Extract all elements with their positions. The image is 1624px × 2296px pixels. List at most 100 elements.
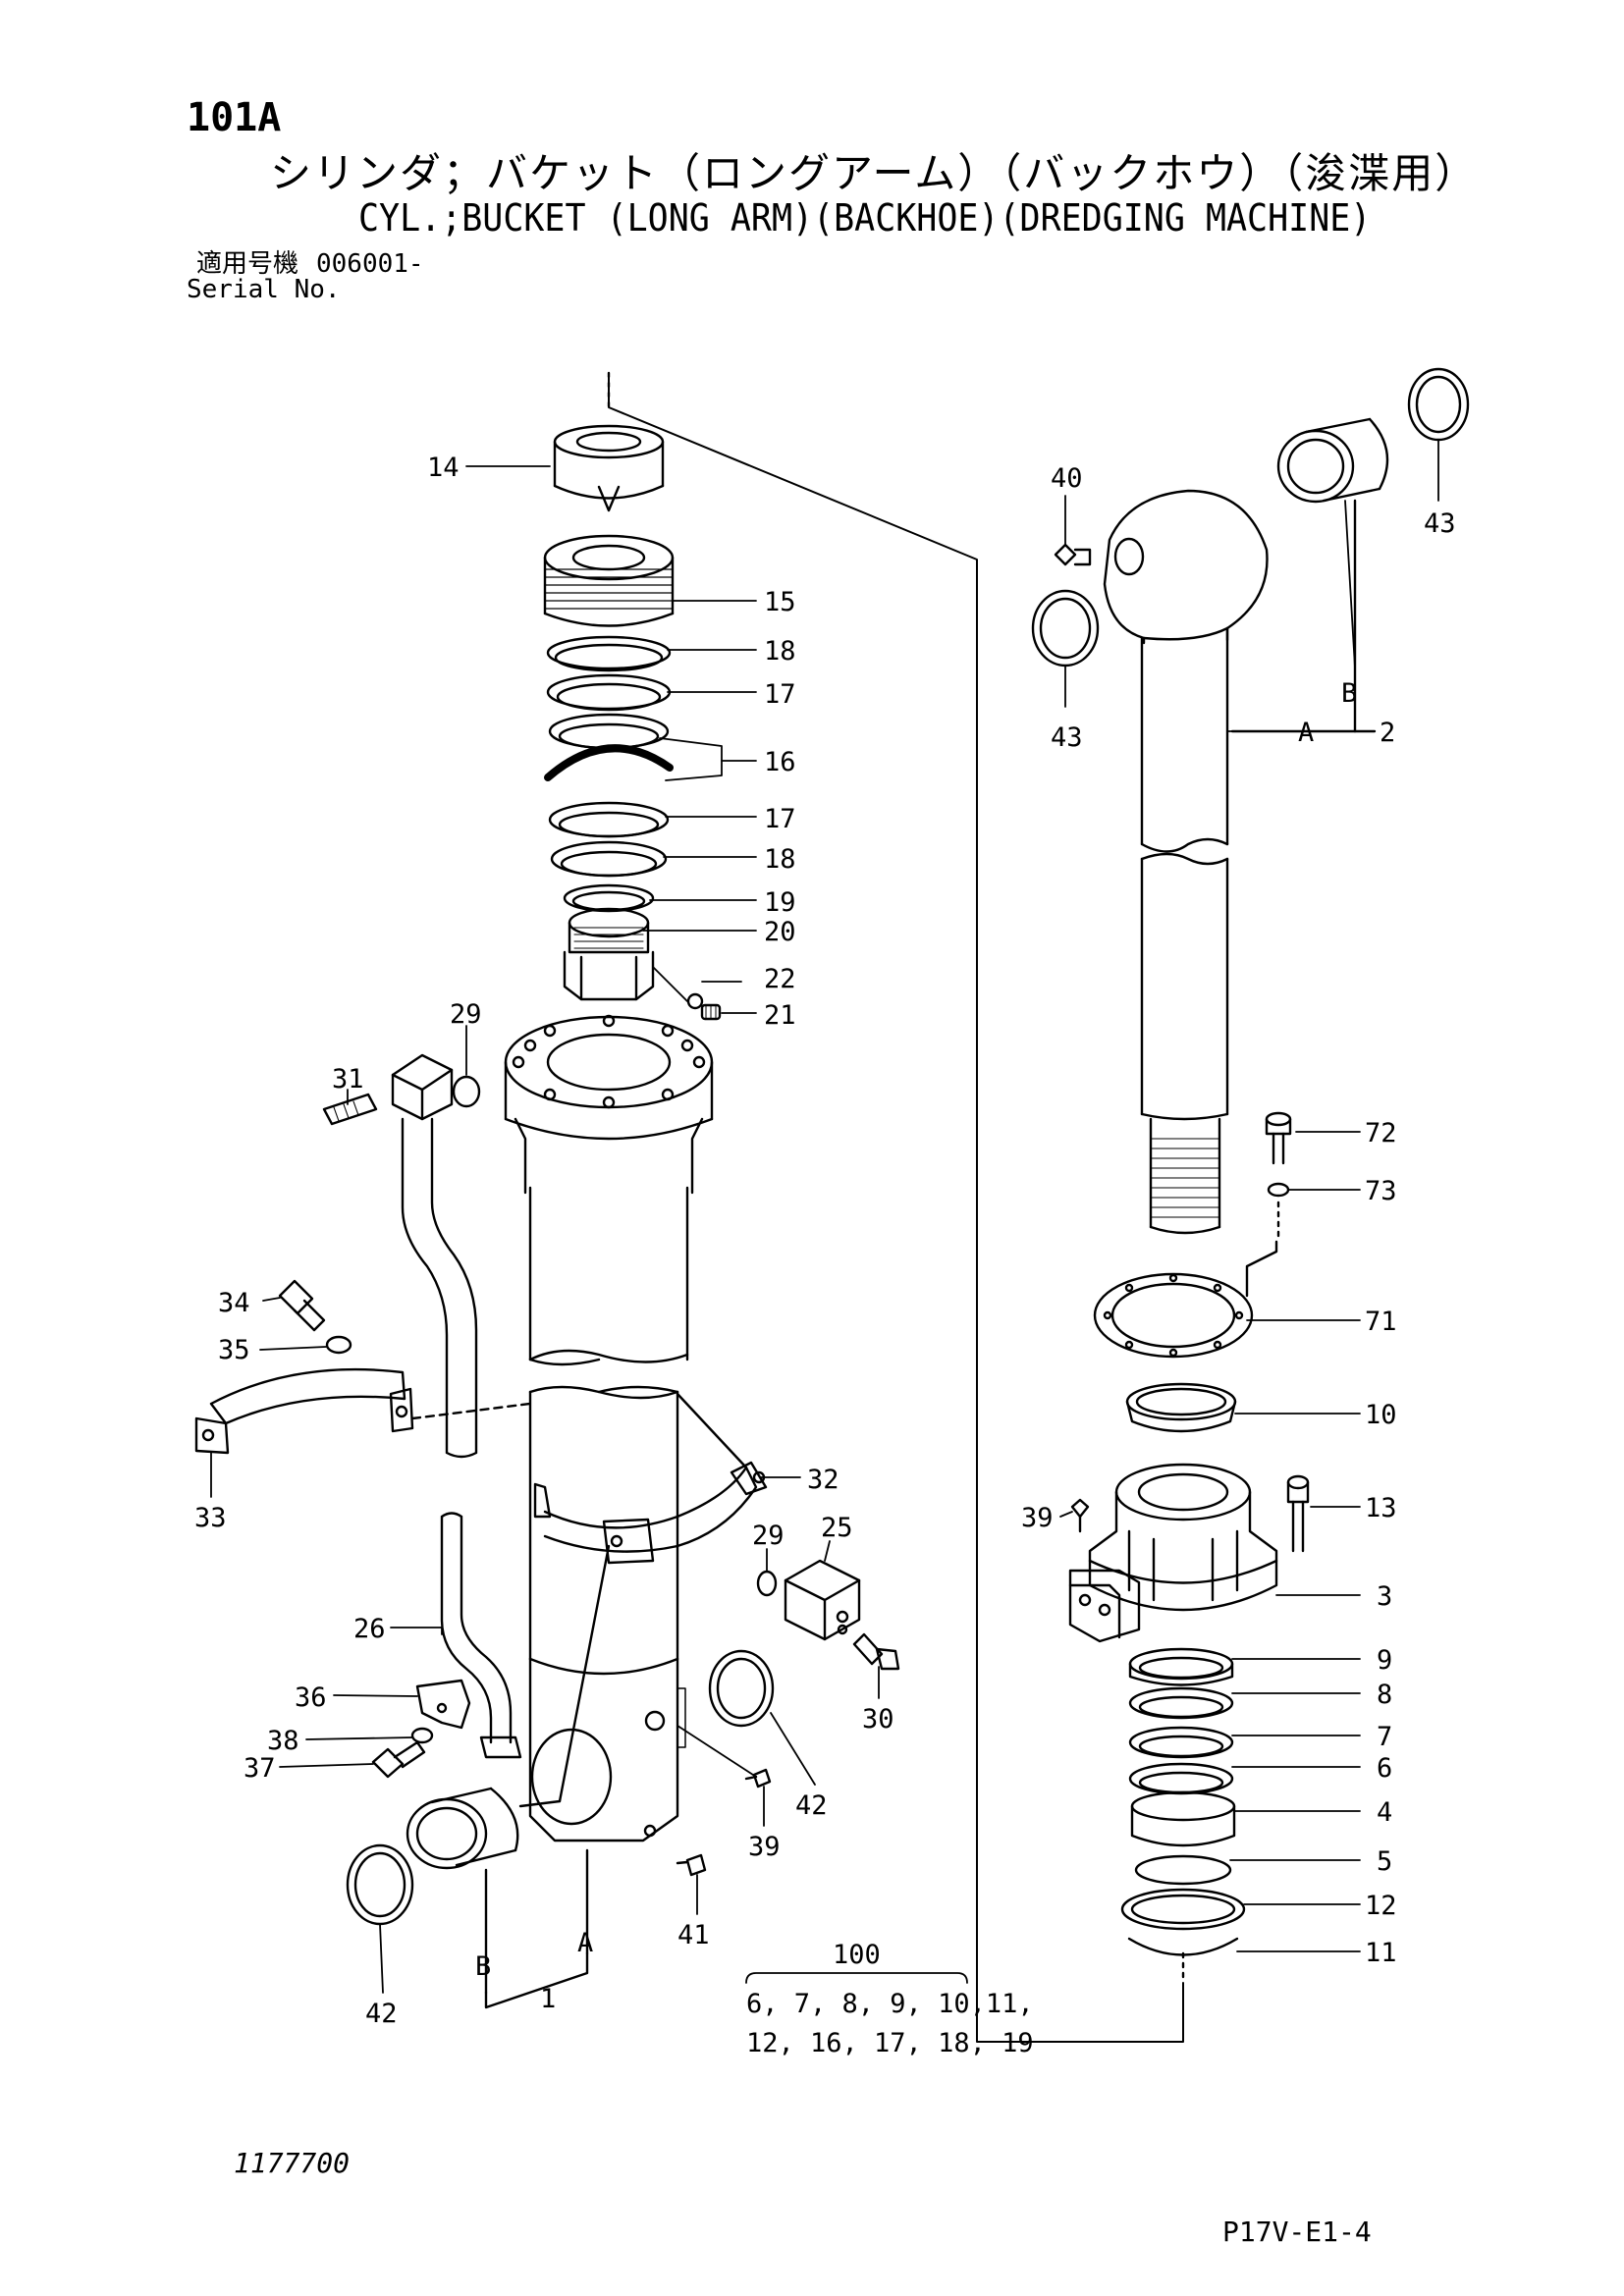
part-39-fitting-a [744, 1768, 772, 1789]
kit-bracket [745, 1972, 968, 1984]
callout-17a: 17 [764, 679, 796, 710]
part-14-seal-cap [553, 424, 665, 512]
part-30-bolt [852, 1632, 900, 1671]
part-10-ring [1125, 1382, 1237, 1433]
cylinder-tube-lower [528, 1385, 686, 1842]
page-code: 101A [187, 95, 282, 140]
part-15-gland [543, 534, 675, 627]
cylinder-head [504, 1014, 714, 1195]
callout-16: 16 [764, 747, 796, 777]
part-72-bolt [1265, 1111, 1292, 1165]
drawing-number: 1177700 [234, 2147, 351, 2179]
kit-line-1: 6, 7, 8, 9, 10,11, [746, 1989, 1034, 2019]
part-20-nut [563, 907, 655, 1001]
callout-A1: A [577, 1928, 593, 1958]
bushing-B-upper [1276, 417, 1389, 504]
part-39-fitting-b [1070, 1498, 1090, 1533]
part-33-clamp [194, 1367, 414, 1455]
callout-8: 8 [1377, 1680, 1392, 1710]
callout-7: 7 [1377, 1722, 1392, 1752]
callout-6: 6 [1377, 1753, 1392, 1784]
callout-A2: A [1298, 718, 1314, 748]
callout-34: 34 [218, 1288, 250, 1318]
callout-39b: 39 [1021, 1503, 1054, 1533]
callout-B1: B [475, 1951, 491, 1982]
part-12-ring [1120, 1888, 1246, 1931]
callout-71: 71 [1365, 1307, 1397, 1337]
part-37-bolt [371, 1740, 426, 1779]
callout-31: 31 [332, 1064, 364, 1095]
part-41-fitting [676, 1853, 707, 1877]
part-71-plate [1093, 1272, 1254, 1359]
callout-14: 14 [427, 453, 460, 483]
callout-12: 12 [1365, 1891, 1397, 1921]
part-36-bracket [415, 1679, 471, 1730]
callout-labels: 14 15 18 17 16 17 18 19 20 22 21 29 31 3… [194, 453, 1456, 2058]
rod-lower [1140, 852, 1229, 1235]
title-japanese: シリンダ；バケット（ロングアーム）（バックホウ）（浚渫用） [270, 149, 1479, 197]
callout-32: 32 [807, 1465, 839, 1495]
pipe-upper [401, 1117, 478, 1459]
callout-4: 4 [1377, 1797, 1392, 1828]
callout-43b: 43 [1424, 508, 1456, 539]
callout-42b: 42 [365, 1999, 398, 2029]
callout-37: 37 [244, 1753, 276, 1784]
callout-3: 3 [1377, 1581, 1392, 1612]
piston-ring-stack [1128, 1647, 1234, 1795]
callout-21: 21 [764, 1000, 796, 1031]
part-21-setscrew [700, 1003, 722, 1021]
callout-29b: 29 [752, 1521, 785, 1551]
callout-72: 72 [1365, 1118, 1397, 1148]
part-13-bolt [1286, 1474, 1310, 1553]
callout-40: 40 [1051, 463, 1083, 494]
callout-33: 33 [194, 1503, 227, 1533]
callout-17b: 17 [764, 804, 796, 834]
callout-22: 22 [764, 964, 796, 994]
bushing-B-lower [406, 1787, 519, 1870]
callout-18b: 18 [764, 844, 796, 875]
part-34-bolt [278, 1279, 326, 1332]
callout-41: 41 [677, 1920, 710, 1950]
callout-20: 20 [764, 917, 796, 947]
callout-15: 15 [764, 587, 796, 617]
callout-38: 38 [267, 1726, 299, 1756]
callout-5: 5 [1377, 1846, 1392, 1877]
callout-29a: 29 [450, 999, 482, 1030]
cylinder-tube-upper [528, 1186, 689, 1366]
callout-18a: 18 [764, 636, 796, 667]
part-11-ring [1127, 1937, 1239, 1956]
callout-35: 35 [218, 1335, 250, 1365]
part-25-block [784, 1559, 861, 1641]
callout-B2: B [1341, 678, 1357, 709]
part-32-clamp [533, 1392, 768, 1565]
seal-ring-stack [544, 635, 674, 913]
callout-11: 11 [1365, 1938, 1397, 1968]
callout-30: 30 [862, 1704, 894, 1735]
part-40-fitting [1054, 543, 1092, 566]
leader-lines-right [1059, 439, 1439, 1952]
callout-13: 13 [1365, 1493, 1397, 1523]
callout-26: 26 [353, 1614, 386, 1644]
part-3-piston [1068, 1463, 1278, 1643]
serial-label-english: Serial No. [187, 275, 341, 304]
callout-73: 73 [1365, 1176, 1397, 1206]
serial-label-japanese: 適用号機 [196, 249, 299, 279]
rod-eye [1103, 489, 1269, 853]
callout-25: 25 [821, 1513, 853, 1543]
kit-line-2: 12, 16, 17, 18, 19 [746, 2028, 1034, 2058]
part-4-ring [1130, 1790, 1236, 1847]
callout-1: 1 [540, 1984, 556, 2014]
kit-number: 100 [833, 1940, 881, 1970]
callout-2: 2 [1380, 718, 1395, 748]
part-31-block [322, 1053, 454, 1126]
page-reference: P17V-E1-4 [1222, 2216, 1372, 2248]
serial-value: 006001- [316, 249, 424, 279]
pipe-lower [440, 1512, 513, 1744]
callout-10: 10 [1365, 1400, 1397, 1430]
callout-19: 19 [764, 887, 796, 918]
leader-lines [210, 465, 880, 1994]
title-english: CYL.;BUCKET (LONG ARM)(BACKHOE)(DREDGING… [358, 196, 1372, 240]
callout-43a: 43 [1051, 722, 1083, 753]
callout-9: 9 [1377, 1645, 1392, 1676]
